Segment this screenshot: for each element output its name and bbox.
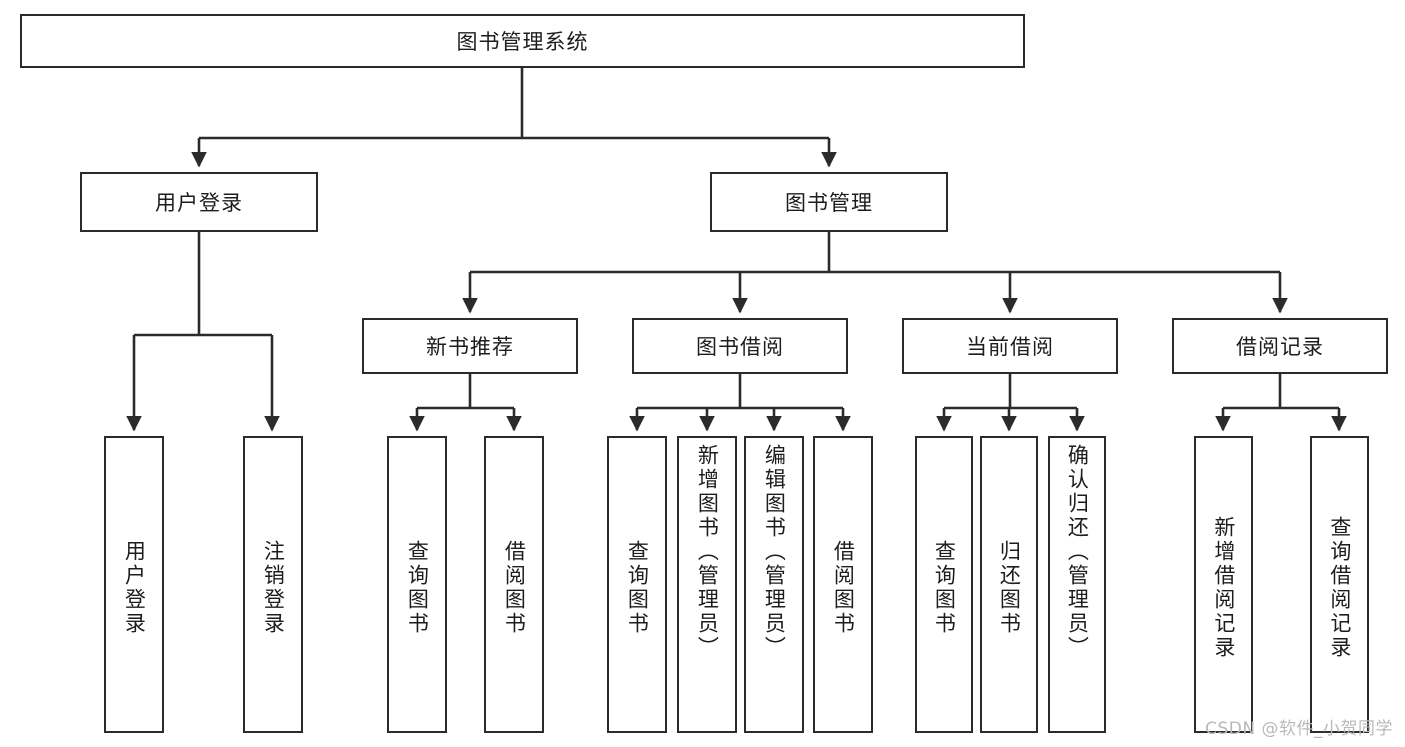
leaf-user-login-label: 用户登录 xyxy=(122,539,147,636)
node-current-borrow-label: 当前借阅 xyxy=(966,335,1054,359)
leaf-add-book-admin-label: 新增图书（管理员） xyxy=(695,444,720,660)
leaf-query-book[interactable]: 查询图书 xyxy=(607,436,667,733)
leaf-borrow-book-label: 借阅图书 xyxy=(831,539,856,636)
leaf-add-borrow-record[interactable]: 新增借阅记录 xyxy=(1194,436,1253,733)
leaf-borrow-book-recommend-label: 借阅图书 xyxy=(502,539,527,636)
leaf-return-book[interactable]: 归还图书 xyxy=(980,436,1038,733)
leaf-query-book-recommend[interactable]: 查询图书 xyxy=(387,436,447,733)
leaf-confirm-return-admin-label: 确认归还（管理员） xyxy=(1065,444,1090,660)
node-book-borrow[interactable]: 图书借阅 xyxy=(632,318,848,374)
leaf-query-book-recommend-label: 查询图书 xyxy=(405,539,430,636)
leaf-return-book-label: 归还图书 xyxy=(997,539,1022,636)
node-borrow-record[interactable]: 借阅记录 xyxy=(1172,318,1388,374)
leaf-query-book-current[interactable]: 查询图书 xyxy=(915,436,973,733)
node-book-management[interactable]: 图书管理 xyxy=(710,172,948,232)
leaf-query-borrow-record[interactable]: 查询借阅记录 xyxy=(1310,436,1369,733)
node-book-management-label: 图书管理 xyxy=(785,191,873,215)
leaf-query-book-current-label: 查询图书 xyxy=(932,539,957,636)
leaf-confirm-return-admin[interactable]: 确认归还（管理员） xyxy=(1048,436,1106,733)
leaf-user-logout-label: 注销登录 xyxy=(261,539,286,636)
node-root-label: 图书管理系统 xyxy=(456,30,589,54)
node-current-borrow[interactable]: 当前借阅 xyxy=(902,318,1118,374)
leaf-user-logout[interactable]: 注销登录 xyxy=(243,436,303,733)
leaf-user-login[interactable]: 用户登录 xyxy=(104,436,164,733)
leaf-query-borrow-record-label: 查询借阅记录 xyxy=(1327,515,1352,660)
leaf-borrow-book[interactable]: 借阅图书 xyxy=(813,436,873,733)
leaf-add-borrow-record-label: 新增借阅记录 xyxy=(1211,515,1236,660)
leaf-add-book-admin[interactable]: 新增图书（管理员） xyxy=(677,436,737,733)
leaf-edit-book-admin[interactable]: 编辑图书（管理员） xyxy=(744,436,804,733)
leaf-borrow-book-recommend[interactable]: 借阅图书 xyxy=(484,436,544,733)
node-new-book-recommend-label: 新书推荐 xyxy=(426,335,514,359)
node-book-borrow-label: 图书借阅 xyxy=(696,335,784,359)
leaf-query-book-label: 查询图书 xyxy=(625,539,650,636)
node-user-login[interactable]: 用户登录 xyxy=(80,172,318,232)
node-new-book-recommend[interactable]: 新书推荐 xyxy=(362,318,578,374)
node-user-login-label: 用户登录 xyxy=(155,191,243,215)
node-root[interactable]: 图书管理系统 xyxy=(20,14,1025,68)
leaf-edit-book-admin-label: 编辑图书（管理员） xyxy=(762,444,787,660)
node-borrow-record-label: 借阅记录 xyxy=(1236,335,1324,359)
